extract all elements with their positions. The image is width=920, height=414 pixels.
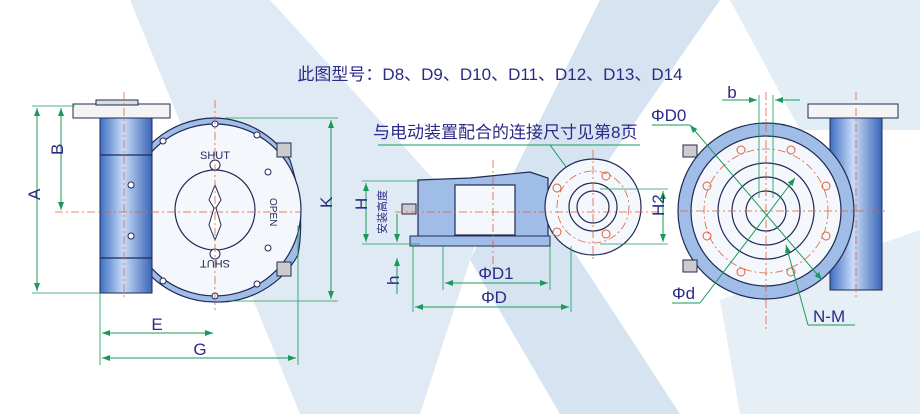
install-height-label: 安装高度 xyxy=(375,190,389,234)
dim-G: G xyxy=(193,340,206,359)
dim-K: K xyxy=(317,196,336,208)
dial-open: OPEN xyxy=(267,198,278,226)
dim-b: b xyxy=(727,83,736,102)
dim-D: ΦD xyxy=(481,288,507,307)
dim-d: Φd xyxy=(672,284,695,303)
dim-E: E xyxy=(151,315,162,334)
dim-B: B xyxy=(48,144,67,155)
side-view: 与电动装置配合的连接尺寸见第8页 H 安装高度 h ΦD1 ΦD H2 xyxy=(352,123,668,312)
connection-note: 与电动装置配合的连接尺寸见第8页 xyxy=(373,123,637,142)
dim-H: H xyxy=(352,198,371,210)
dim-D0: ΦD0 xyxy=(651,106,686,125)
dim-D1: ΦD1 xyxy=(478,264,513,283)
front-view: SHUT SHUT OPEN A B K E G xyxy=(25,92,338,365)
dim-H2: H2 xyxy=(649,194,668,216)
dim-A: A xyxy=(25,188,44,200)
dim-h: h xyxy=(384,276,403,285)
flange-view: b ΦD0 Φd N-M xyxy=(651,83,899,330)
dim-N-M: N-M xyxy=(813,307,845,326)
model-title: 此图型号：D8、D9、D10、D11、D12、D13、D14 xyxy=(297,65,682,84)
